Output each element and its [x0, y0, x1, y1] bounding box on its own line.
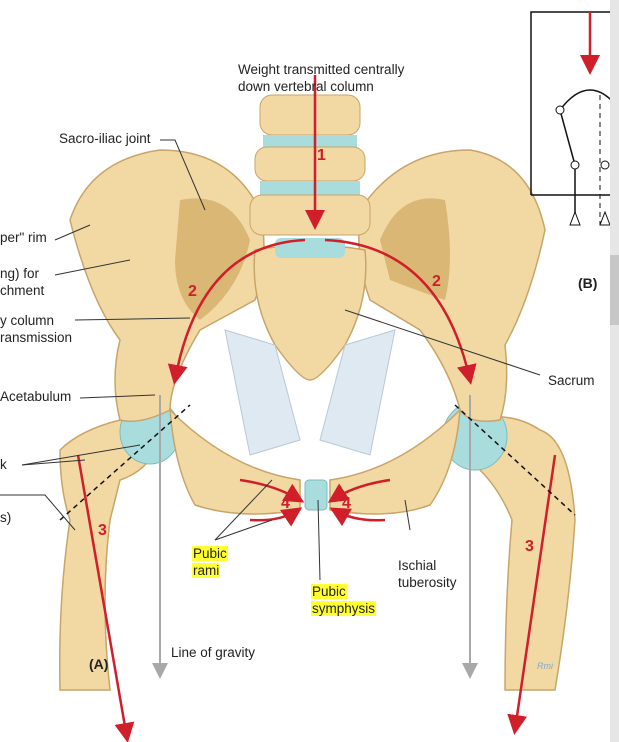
weight-label-line1: Weight transmitted centrally [238, 62, 404, 78]
right-hip-bone [359, 150, 545, 421]
right-femur [443, 402, 575, 690]
rim-label: per" rim [0, 230, 47, 246]
column-label-line1: y column [0, 313, 54, 329]
weight-label-line2: down vertebral column [238, 79, 374, 95]
partial-label-s: s) [0, 510, 11, 526]
pubic-symphysis-label-line1: Pubic [311, 584, 347, 600]
force-number-4-right: 4 [342, 495, 351, 513]
column-label-line2: ransmission [0, 330, 72, 346]
gravity-lines [160, 395, 470, 675]
sacrum-label: Sacrum [548, 373, 595, 389]
panel-a-label: (A) [89, 656, 108, 672]
left-femur [60, 400, 180, 690]
vertebral-column [250, 95, 370, 258]
force-number-4-left: 4 [281, 495, 290, 513]
sacroiliac-joint-label: Sacro-iliac joint [59, 131, 151, 147]
panel-b-label: (B) [578, 275, 597, 291]
acetabulum-label: Acetabulum [0, 389, 71, 405]
pubic-rami-label-line1: Pubic [192, 546, 228, 562]
pubic-symphysis-label-line2: symphysis [311, 601, 376, 617]
neck-label-partial: k [0, 457, 7, 473]
ischial-tuberosity-label-line2: tuberosity [398, 575, 457, 591]
force-number-3-right: 3 [525, 538, 534, 556]
scrollbar[interactable] [610, 0, 619, 742]
illustrator-signature: Rmi [537, 658, 553, 674]
force-number-2-left: 2 [188, 283, 197, 301]
panel-b-schematic [531, 12, 619, 225]
force-number-1: 1 [317, 147, 326, 165]
force-number-2-right: 2 [432, 273, 441, 291]
pubic-region [170, 410, 460, 514]
scrollbar-thumb[interactable] [610, 255, 619, 325]
attachment-label-line2: chment [0, 283, 44, 299]
attachment-label-line1: ng) for [0, 266, 39, 282]
force-number-3-left: 3 [98, 522, 107, 540]
line-of-gravity-label: Line of gravity [171, 645, 255, 661]
pubic-rami-label-line2: rami [192, 563, 220, 579]
ischial-tuberosity-label-line1: Ischial [398, 558, 436, 574]
